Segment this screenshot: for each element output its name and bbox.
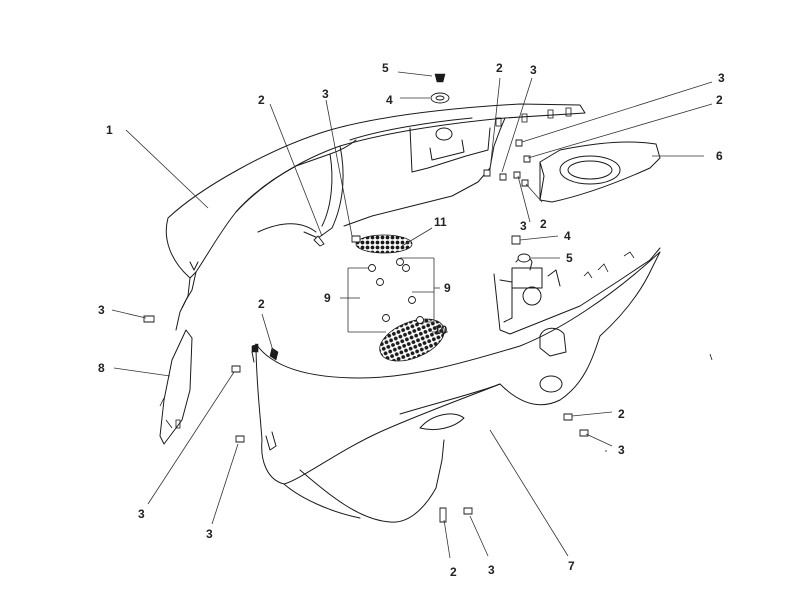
callout-4: 4: [386, 93, 393, 107]
callout-3: 3: [98, 303, 105, 317]
grille-10: [379, 318, 445, 362]
callout-11: 11: [434, 215, 447, 229]
callout-3: 3: [718, 71, 725, 85]
callout-2: 2: [258, 93, 265, 107]
leader-lines: [111, 71, 713, 559]
callout-2: 2: [716, 93, 723, 107]
callout-2: 2: [450, 565, 457, 579]
callout-3: 3: [488, 563, 495, 577]
callout-3: 3: [618, 443, 625, 457]
callout-5: 5: [382, 61, 389, 75]
nuts: [368, 258, 424, 324]
callout-3: 3: [322, 87, 329, 101]
fasteners: [143, 73, 589, 523]
callout-4: 4: [564, 229, 571, 243]
callout-2: 2: [618, 407, 625, 421]
callout-2: 2: [496, 61, 503, 75]
callout-2: 2: [258, 297, 265, 311]
grille-11: [355, 234, 413, 254]
callout-3: 3: [206, 527, 213, 541]
callout-5: 5: [566, 251, 573, 265]
callout-10: 10: [434, 323, 448, 337]
callout-7: 7: [568, 559, 575, 573]
side-bracket: [159, 329, 193, 445]
lower-body-panel: [251, 247, 713, 523]
callout-2: 2: [540, 217, 547, 231]
callout-9: 9: [444, 281, 451, 295]
callout-9: 9: [324, 291, 331, 305]
callout-8: 8: [98, 361, 105, 375]
callout-3: 3: [138, 507, 145, 521]
front-cowl-panel: [165, 103, 586, 331]
callout-1: 1: [106, 123, 113, 137]
callout-3: 3: [530, 63, 537, 77]
callout-3: 3: [520, 219, 527, 233]
callout-6: 6: [716, 149, 723, 163]
side-trim-panel: [539, 141, 661, 203]
callout-labels: 1 2 3 5 4 2 3 3 2 6 3 2 4 5 11 9 9 10 3 …: [98, 61, 725, 579]
